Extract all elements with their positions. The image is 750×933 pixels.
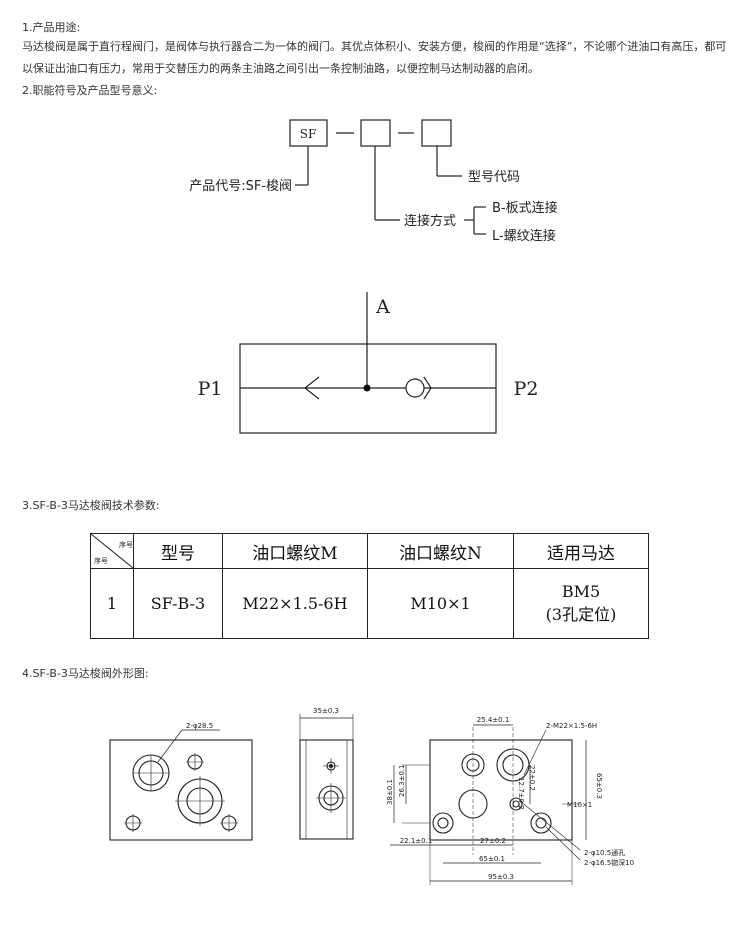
corner-cell: 序号 序号: [90, 533, 134, 569]
corner-diagonal: 序号 序号: [91, 534, 133, 568]
header-model: 型号: [133, 533, 223, 569]
dim-h-38: 38±0.1: [386, 779, 394, 805]
check-seat: [423, 376, 432, 400]
dim-w-95: 95±0.3: [488, 873, 514, 881]
section4-title: 4.SF-B-3马达梭阀外形图:: [22, 667, 149, 680]
dim-hole-through: 2-φ10.5通孔: [584, 848, 625, 857]
section2-title: 2.职能符号及产品型号意义:: [22, 84, 158, 97]
dim-hole-small: 2-φ28.5: [186, 722, 213, 730]
spec-table: 序号 序号 型号 油口螺纹M 油口螺纹N 适用马达 1 SF-B-3 M22×1…: [90, 533, 649, 639]
junction-dot: [363, 384, 371, 392]
label-product: 产品代号:SF-梭阀: [189, 178, 292, 194]
header-thread-n: 油口螺纹N: [367, 533, 514, 569]
dim-top-width: 25.4±0.1: [477, 716, 510, 724]
code-box-sf-label: SF: [300, 127, 317, 141]
model-code-diagram: SF 产品代号:SF-梭阀 型号代码 连接方式 B-板式连接 L-螺纹连接: [189, 119, 558, 244]
option-l: L-螺纹连接: [492, 228, 556, 244]
check-ball: [405, 378, 425, 398]
code-box-connection: [360, 119, 391, 147]
dim-h-12: 12.7±0.2: [517, 777, 525, 810]
dim-h-26: 26.3±0.1: [398, 764, 406, 797]
header-motor: 适用马达: [513, 533, 649, 569]
table-row: 1 SF-B-3 M22×1.5-6H M10×1 BM5 (3孔定位): [90, 568, 649, 639]
dim-h-22: 22±0.2: [528, 765, 536, 791]
cell-no: 1: [90, 568, 134, 639]
label-connection: 连接方式: [404, 213, 456, 229]
drawing-front-view: 2-φ28.5: [109, 722, 253, 841]
header-thread-m: 油口螺纹M: [222, 533, 368, 569]
section3-title: 3.SF-B-3马达梭阀技术参数:: [22, 499, 160, 512]
cell-thread-m: M22×1.5-6H: [222, 568, 368, 639]
section1-title: 1.产品用途:: [22, 21, 81, 34]
dim-side-width: 35±0.3: [313, 707, 339, 715]
dim-w-22: 22.1±0.1: [400, 837, 433, 845]
port-a-label: A: [375, 296, 390, 318]
section1-body: 马达梭阀是属于直行程阀门，是阀体与执行器合二为一体的阀门。其优点体积小、安装方便…: [22, 40, 727, 75]
cell-motor-line1: BM5: [561, 582, 601, 601]
code-box-model: [421, 119, 452, 147]
cell-model: SF-B-3: [133, 568, 223, 639]
drawing-side-view: 35±0.3: [299, 707, 354, 840]
dim-w-65: 65±0.1: [479, 855, 505, 863]
valve-symbol: A P1 P2: [198, 292, 539, 434]
dim-hole-counter: 2-φ16.5锪深10: [584, 858, 634, 867]
label-model-code: 型号代码: [468, 170, 520, 185]
cell-motor-line2: (3孔定位): [545, 605, 617, 624]
corner-top-label: 序号: [119, 540, 133, 549]
option-b: B-板式连接: [492, 200, 558, 216]
dim-h-65: 65±0.3: [595, 773, 603, 799]
dim-thread-callout: 2-M22×1.5-6H: [546, 722, 597, 730]
port-p2-label: P2: [514, 378, 539, 400]
port-p1-label: P1: [198, 378, 223, 400]
dim-m10: M10×1: [567, 801, 592, 809]
corner-bottom-label: 序号: [94, 556, 108, 565]
dim-w-27: 27±0.2: [480, 837, 506, 845]
drawing-top-view: 25.4±0.1 2-M22×1.5-6H 38±0.1 26.3±0.1 22…: [386, 716, 634, 885]
cell-motor: BM5 (3孔定位): [513, 568, 649, 639]
cell-thread-n: M10×1: [367, 568, 514, 639]
flow-arrow: [304, 376, 320, 400]
table-header-row: 序号 序号 型号 油口螺纹M 油口螺纹N 适用马达: [90, 533, 649, 569]
